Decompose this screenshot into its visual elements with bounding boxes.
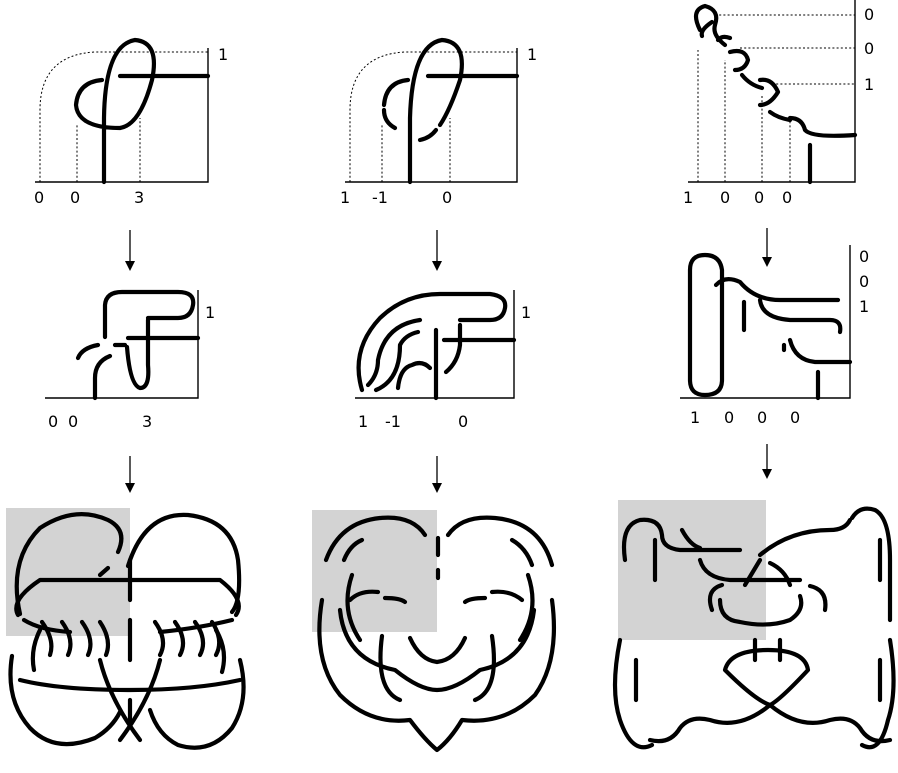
col1-shaded-region — [6, 508, 130, 636]
col2-top-xlabel-1: 1 — [340, 188, 350, 207]
col1-top-dotted-guides — [40, 52, 208, 182]
col3-arrow-1 — [762, 228, 772, 267]
col3-middle-knot — [690, 255, 850, 398]
col2-top-diagram: 1 -1 0 1 — [340, 40, 537, 207]
col1-top-knot — [76, 40, 208, 182]
col2-middle-xlabel-2: -1 — [385, 412, 401, 431]
col3-middle-ylabel-2: 0 — [859, 272, 869, 291]
col3-middle-diagram: 1 0 0 0 0 0 1 — [680, 245, 869, 427]
col2-top-xlabel-2: -1 — [372, 188, 388, 207]
col2-middle-diagram: 1 -1 0 1 — [355, 290, 531, 431]
col2-middle-xlabel-3: 0 — [458, 412, 468, 431]
col3-top-ylabel-1: 0 — [864, 5, 874, 24]
col2-arrow-2 — [432, 456, 442, 493]
col3-top-xlabel-3: 0 — [754, 188, 764, 207]
col1-middle-diagram: 0 0 3 1 — [45, 290, 215, 431]
col1-middle-xlabel-2: 0 — [68, 412, 78, 431]
col3-arrow-2 — [762, 444, 772, 479]
col2-top-axes — [345, 48, 517, 182]
col2-top-xlabel-3: 0 — [442, 188, 452, 207]
col1-middle-knot — [78, 292, 198, 398]
col1-middle-ylabel-1: 1 — [205, 303, 215, 322]
col3-top-ylabel-2: 0 — [864, 39, 874, 58]
col3-bottom-knot — [615, 500, 894, 747]
col2-bottom-knot — [312, 510, 554, 750]
col1-top-xlabel-1: 0 — [34, 188, 44, 207]
col1-middle-xlabel-1: 0 — [48, 412, 58, 431]
col2-top-dotted-guides — [350, 52, 517, 182]
col3-top-xlabel-2: 0 — [720, 188, 730, 207]
col1-arrow-1 — [125, 230, 135, 271]
col1-top-axes — [35, 48, 208, 182]
col1-top-xlabel-2: 0 — [70, 188, 80, 207]
col3-middle-xlabel-3: 0 — [757, 408, 767, 427]
col1-bottom-knot — [6, 508, 244, 748]
col3-top-ylabel-3: 1 — [864, 75, 874, 94]
col1-top-xlabel-3: 3 — [134, 188, 144, 207]
col2-middle-knot — [359, 294, 514, 398]
col3-middle-ylabel-1: 0 — [859, 247, 869, 266]
col3-middle-xlabel-4: 0 — [790, 408, 800, 427]
col2-middle-xlabel-1: 1 — [358, 412, 368, 431]
col1-middle-xlabel-3: 3 — [142, 412, 152, 431]
col3-middle-xlabel-2: 0 — [724, 408, 734, 427]
col1-top-ylabel-1: 1 — [218, 45, 228, 64]
col3-middle-ylabel-3: 1 — [859, 297, 869, 316]
col2-top-ylabel-1: 1 — [527, 45, 537, 64]
col3-top-xlabel-4: 0 — [782, 188, 792, 207]
col2-arrow-1 — [432, 230, 442, 271]
col3-middle-xlabel-1: 1 — [690, 408, 700, 427]
col3-top-diagram: 1 0 0 0 0 0 1 — [683, 0, 874, 207]
col3-top-knot — [696, 6, 855, 182]
col2-middle-ylabel-1: 1 — [521, 303, 531, 322]
col3-top-xlabel-1: 1 — [683, 188, 693, 207]
col1-arrow-2 — [125, 456, 135, 493]
col1-top-diagram: 0 0 3 1 — [34, 40, 228, 207]
